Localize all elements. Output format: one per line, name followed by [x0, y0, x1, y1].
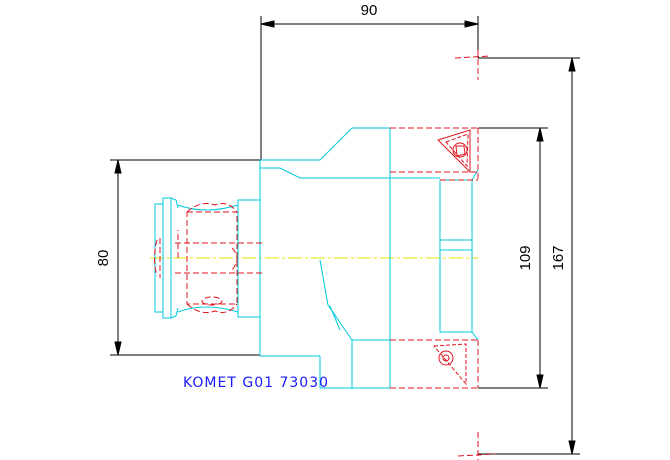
dim-top-width: 90 — [361, 2, 378, 19]
dim-outer-height: 167 — [550, 245, 567, 270]
part-caption: KOMET G01 73030 — [183, 375, 329, 391]
dimension-lines — [110, 16, 580, 455]
dim-inner-height: 109 — [517, 245, 534, 270]
top-insert — [437, 129, 471, 174]
bottom-insert — [432, 343, 467, 386]
hidden-edges — [154, 50, 496, 460]
dim-left-height: 80 — [95, 250, 112, 267]
